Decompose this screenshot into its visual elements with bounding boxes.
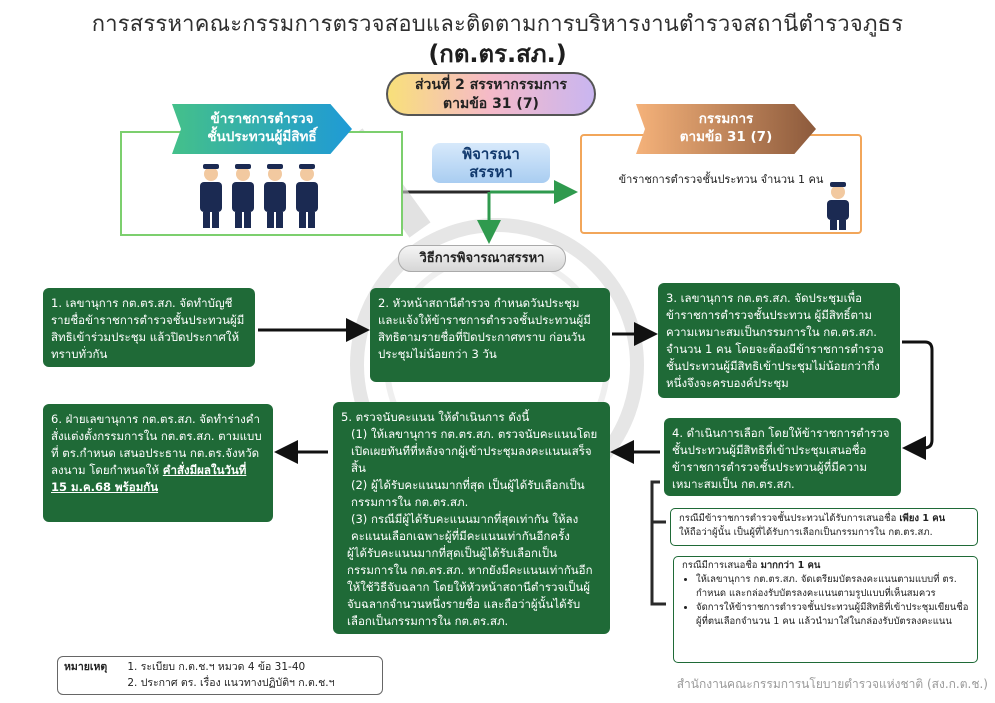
option-bracket bbox=[650, 480, 666, 606]
multi-case-bullet: ให้เลขานุการ กต.ตร.สภ. จัดเตรียมบัตรลงคะ… bbox=[696, 573, 969, 601]
step-6-box: 6. ฝ่ายเลขานุการ กต.ตร.สภ. จัดทำร่างคำสั… bbox=[43, 404, 273, 522]
single-case-rest: ให้ถือว่าผู้นั้น เป็นผู้ที่ได้รับการเลือ… bbox=[679, 527, 933, 538]
multi-case-prefix: กรณีมีการเสนอชื่อ bbox=[682, 560, 758, 571]
part-pill: ส่วนที่ 2 สรรหากรรมการ ตามข้อ 31 (7) bbox=[386, 72, 596, 116]
part-pill-line1: ส่วนที่ 2 สรรหากรรมการ bbox=[415, 77, 567, 93]
step-6-effective-date: คำสั่งมีผลในวันที่ 15 ม.ค.68 พร้อมกัน bbox=[51, 463, 247, 494]
step-5-box: 5. ตรวจนับคะแนน ให้ดำเนินการ ดังนี้ (1) … bbox=[333, 402, 610, 634]
single-case-bold: เพียง 1 คน bbox=[899, 513, 946, 524]
step-5-point-1: (1) ให้เลขานุการ กต.ตร.สภ. ตรวจนับคะแนนโ… bbox=[351, 427, 598, 475]
single-nominee-case: กรณีมีข้าราชการตำรวจชั้นประทวนได้รับการเ… bbox=[670, 508, 978, 546]
multi-case-bold: มากกว่า 1 คน bbox=[760, 560, 821, 571]
remark-box: หมายเหตุ 1. ระเบียบ ก.ต.ช.ฯ หมวด 4 ข้อ 3… bbox=[57, 656, 383, 695]
remark-item: 2. ประกาศ ตร. เรื่อง แนวทางปฏิบัติฯ ก.ต.… bbox=[127, 677, 335, 689]
step-5-point-4: ผู้ได้รับคะแนนมากที่สุดเป็นผู้ได้รับเลือ… bbox=[347, 546, 593, 628]
single-case-prefix: กรณีมีข้าราชการตำรวจชั้นประทวนได้รับการเ… bbox=[679, 513, 897, 524]
committee-member-panel bbox=[580, 134, 862, 234]
step-1-box: 1. เลขานุการ กต.ตร.สภ. จัดทำบัญชีรายชื่อ… bbox=[43, 288, 255, 367]
step-3-box: 3. เลขานุการ กต.ตร.สภ. จัดประชุมเพื่อข้า… bbox=[658, 283, 900, 398]
step-6-text: 6. ฝ่ายเลขานุการ กต.ตร.สภ. จัดทำร่างคำสั… bbox=[51, 412, 262, 477]
step-5-point-2: (2) ผู้ได้รับคะแนนมากที่สุด เป็นผู้ได้รั… bbox=[351, 478, 585, 509]
eligible-officers-banner: ข้าราชการตำรวจ ชั้นประทวนผู้มีสิทธิ์ bbox=[172, 104, 352, 154]
right-banner-line2: ตามข้อ 31 (7) bbox=[679, 129, 773, 145]
step-5-heading: 5. ตรวจนับคะแนน ให้ดำเนินการ ดังนี้ bbox=[341, 410, 530, 424]
step-4-box: 4. ดำเนินการเลือก โดยให้ข้าราชการตำรวจชั… bbox=[664, 418, 901, 496]
page-subtitle: (กต.ตร.สภ.) bbox=[428, 40, 567, 68]
page-title: การสรรหาคณะกรรมการตรวจสอบและติดตามการบริ… bbox=[91, 12, 904, 37]
footer-agency: สำนักงานคณะกรรมการนโยบายตำรวจแห่งชาติ (ส… bbox=[676, 677, 988, 691]
consider-recruit-pill: พิจารณา สรรหา bbox=[432, 143, 550, 183]
committee-member-banner: กรรมการ ตามข้อ 31 (7) bbox=[636, 104, 816, 154]
remark-label: หมายเหตุ bbox=[64, 661, 108, 673]
police-officer-icon bbox=[827, 182, 849, 230]
consider-line1: พิจารณา bbox=[462, 145, 520, 163]
step-2-box: 2. หัวหน้าสถานีตำรวจ กำหนดวันประชุม และแ… bbox=[370, 288, 610, 382]
left-banner-line1: ข้าราชการตำรวจ bbox=[210, 111, 314, 127]
consider-line2: สรรหา bbox=[469, 163, 513, 181]
remark-item: 1. ระเบียบ ก.ต.ช.ฯ หมวด 4 ข้อ 31-40 bbox=[127, 661, 306, 673]
arrow-3-to-4 bbox=[902, 340, 934, 460]
right-banner-line1: กรรมการ bbox=[698, 111, 754, 127]
method-title: วิธีการพิจารณาสรรหา bbox=[398, 245, 566, 272]
committee-member-description: ข้าราชการตำรวจชั้นประทวน จำนวน 1 คน bbox=[618, 173, 824, 186]
part-pill-line2: ตามข้อ 31 (7) bbox=[443, 96, 539, 112]
multi-case-bullet: จัดการให้ข้าราชการตำรวจชั้นประทวนผู้มีสิ… bbox=[696, 601, 969, 629]
left-banner-line2: ชั้นประทวนผู้มีสิทธิ์ bbox=[207, 129, 317, 145]
multiple-nominees-case: กรณีมีการเสนอชื่อ มากกว่า 1 คน ให้เลขานุ… bbox=[673, 556, 978, 663]
police-officers-icon bbox=[200, 164, 318, 228]
step-5-point-3: (3) กรณีมีผู้ได้รับคะแนนมากที่สุดเท่ากัน… bbox=[351, 512, 579, 543]
multi-case-list: ให้เลขานุการ กต.ตร.สภ. จัดเตรียมบัตรลงคะ… bbox=[682, 573, 969, 629]
